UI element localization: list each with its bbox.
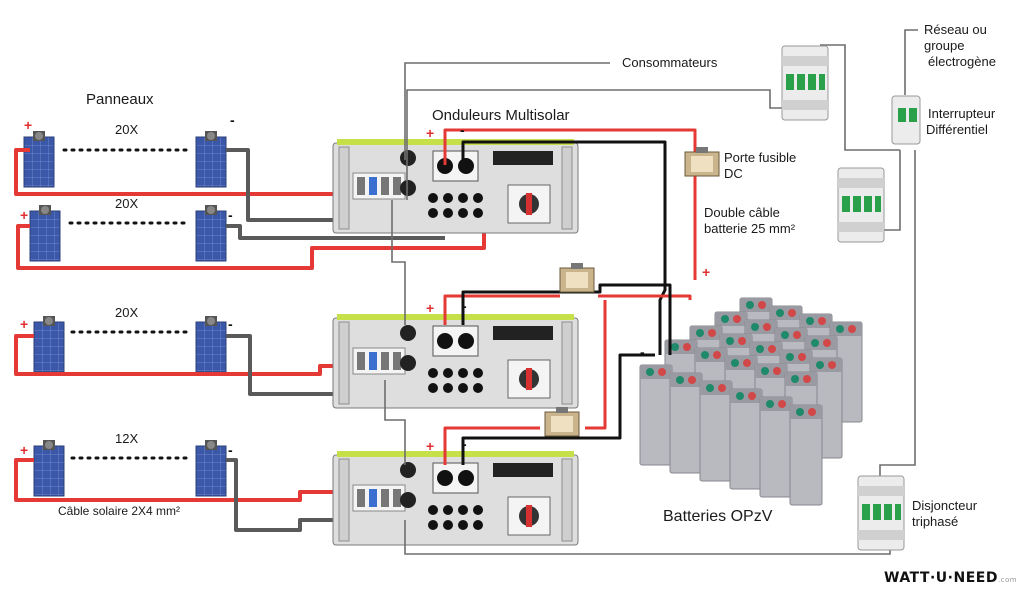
string-count: 20X [115, 122, 139, 137]
fuse-holder-dc [684, 146, 720, 177]
plus-sign: + [20, 207, 29, 223]
solar-panel-icon [195, 130, 227, 188]
fuse-holder [544, 406, 580, 437]
cable-label-2: batterie 25 mm² [704, 221, 796, 236]
plus-sign: + [24, 117, 33, 133]
panels-title: Panneaux [86, 91, 154, 108]
minus-sign: - [462, 436, 467, 452]
solar-string-3 [33, 315, 227, 373]
inverter-2 [332, 313, 579, 409]
string-count: 12X [115, 431, 139, 446]
fuse-holder [559, 262, 595, 293]
grid-label-3: électrogène [928, 54, 996, 69]
inverter-3 [332, 450, 579, 546]
minus-sign: - [640, 344, 645, 360]
fuse-label-2: DC [724, 166, 743, 181]
cable-label-1: Double câble [704, 205, 780, 220]
solar-panel-icon [195, 315, 227, 373]
minus-sign: - [462, 298, 467, 314]
minus-sign: - [228, 207, 233, 223]
rcd-label-2: Différentiel [926, 122, 988, 137]
watt-u-need-logo: WATT·U·NEED.com [884, 570, 1018, 586]
breaker-label-1: Disjoncteur [912, 498, 978, 513]
rcd-label-1: Interrupteur [928, 106, 996, 121]
plus-sign: + [702, 264, 711, 280]
minus-sign: - [460, 122, 465, 138]
pv-wiring [14, 148, 486, 532]
battery-wiring [443, 128, 697, 465]
plus-sign: + [426, 438, 435, 454]
breaker-label-2: triphasé [912, 514, 959, 529]
rcd-switch [891, 95, 921, 145]
batteries-label: Batteries OPzV [663, 508, 773, 525]
solar-panel-icon [195, 204, 227, 262]
solar-string-1 [23, 130, 227, 188]
string-count: 20X [115, 196, 139, 211]
breaker-inverters [837, 167, 885, 243]
plus-sign: + [426, 125, 435, 141]
consumers-label: Consommateurs [622, 55, 718, 70]
grid-label-2: groupe [924, 38, 965, 53]
battery-bank [639, 297, 863, 506]
minus-sign: - [228, 316, 233, 332]
solar-string-4 [33, 439, 227, 497]
solar-cable-label: Câble solaire 2X4 mm² [58, 504, 181, 518]
plus-sign: + [20, 316, 29, 332]
plus-sign: + [20, 442, 29, 458]
solar-panel-icon [33, 315, 65, 373]
solar-panel-icon [195, 439, 227, 497]
inverters-title: Onduleurs Multisolar [432, 107, 570, 124]
solar-panel-icon [23, 130, 55, 188]
solar-string-2 [29, 204, 227, 262]
plus-sign: + [426, 300, 435, 316]
solar-panel-icon [33, 439, 65, 497]
minus-sign: - [230, 112, 235, 128]
string-count: 20X [115, 305, 139, 320]
grid-label-1: Réseau ou [924, 22, 987, 37]
minus-sign: - [228, 442, 233, 458]
fuse-label-1: Porte fusible [724, 150, 797, 165]
breaker-consumers [781, 45, 829, 121]
inverter-1 [332, 138, 579, 234]
solar-panel-icon [29, 204, 61, 262]
three-phase-breaker [857, 475, 905, 551]
